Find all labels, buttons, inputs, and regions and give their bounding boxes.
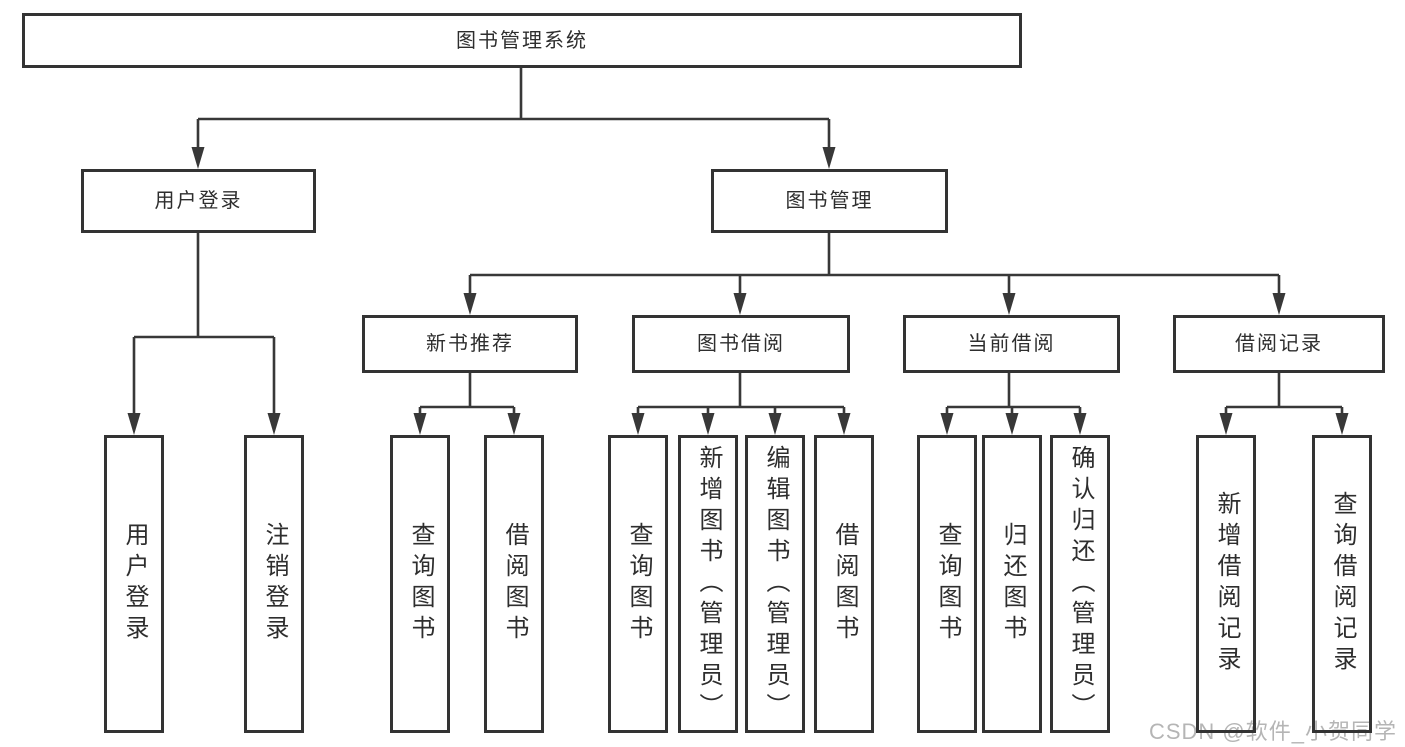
node-borrow-records: 借阅记录 — [1173, 315, 1385, 373]
node-label: 用户登录 — [121, 522, 148, 646]
node-book-management: 图书管理 — [711, 169, 948, 233]
node-label: 图书借阅 — [697, 333, 785, 355]
node-leaf-borrow-edit-books-admin: 编辑图书（管理员） — [745, 435, 805, 733]
node-label: 查询图书 — [934, 522, 961, 646]
node-leaf-borrow-query-books: 查询图书 — [608, 435, 668, 733]
node-label: 借阅记录 — [1235, 333, 1323, 355]
node-label: 新增借阅记录 — [1213, 491, 1240, 677]
node-label: 注销登录 — [261, 522, 288, 646]
node-label: 图书管理系统 — [456, 29, 588, 52]
node-label: 编辑图书（管理员） — [762, 444, 789, 724]
node-label: 当前借阅 — [967, 333, 1056, 355]
node-current-borrow: 当前借阅 — [903, 315, 1120, 373]
node-label: 图书管理 — [785, 190, 874, 212]
node-label: 确认归还（管理员） — [1067, 444, 1094, 724]
node-leaf-logout: 注销登录 — [244, 435, 304, 733]
node-new-book-recommend: 新书推荐 — [362, 315, 578, 373]
node-leaf-records-query-record: 查询借阅记录 — [1312, 435, 1372, 733]
node-label: 借阅图书 — [501, 522, 528, 646]
node-user-login: 用户登录 — [81, 169, 316, 233]
node-leaf-user-login: 用户登录 — [104, 435, 164, 733]
node-library-system: 图书管理系统 — [22, 13, 1022, 68]
node-label: 借阅图书 — [831, 522, 858, 646]
node-label: 新增图书（管理员） — [695, 444, 722, 724]
node-label: 新书推荐 — [426, 333, 514, 355]
node-leaf-new-query-books: 查询图书 — [390, 435, 450, 733]
node-leaf-records-add-record: 新增借阅记录 — [1196, 435, 1256, 733]
node-leaf-borrow-add-books-admin: 新增图书（管理员） — [678, 435, 738, 733]
node-leaf-new-borrow-books: 借阅图书 — [484, 435, 544, 733]
node-label: 查询图书 — [625, 522, 652, 646]
node-book-borrow: 图书借阅 — [632, 315, 850, 373]
node-label: 归还图书 — [999, 522, 1026, 646]
node-leaf-current-query-books: 查询图书 — [917, 435, 977, 733]
node-leaf-current-return-books: 归还图书 — [982, 435, 1042, 733]
node-label: 查询图书 — [407, 522, 434, 646]
node-label: 查询借阅记录 — [1329, 491, 1356, 677]
node-leaf-borrow-borrow-books: 借阅图书 — [814, 435, 874, 733]
csdn-watermark: CSDN @软件_小贺同学 — [1148, 719, 1397, 744]
node-leaf-current-confirm-return-admin: 确认归还（管理员） — [1050, 435, 1110, 733]
node-label: 用户登录 — [154, 190, 243, 212]
